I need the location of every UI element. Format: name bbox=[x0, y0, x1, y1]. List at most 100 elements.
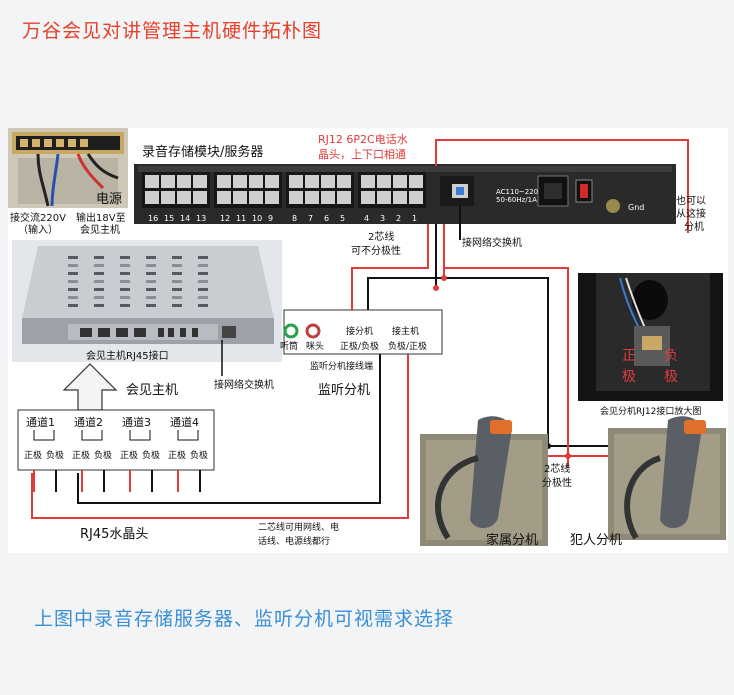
host-indicator bbox=[198, 288, 208, 291]
channel-list: 通道1正极负极通道2正极负极通道3正极负极通道4正极负极 bbox=[24, 415, 208, 492]
host-rj45-caption: 会见主机RJ45接口 bbox=[86, 349, 169, 362]
channel-pos-label: 正极 bbox=[24, 449, 42, 461]
rj12-jack bbox=[193, 191, 207, 204]
host-indicator bbox=[146, 280, 156, 283]
mic-jack-icon bbox=[305, 323, 321, 339]
port-number: 5 bbox=[340, 214, 345, 223]
channel-neg-label: 负极 bbox=[46, 449, 64, 461]
rj12-jack bbox=[337, 191, 351, 204]
inmate-label: 犯人分机 bbox=[570, 533, 622, 548]
host-indicator bbox=[68, 288, 78, 291]
port-number: 16 bbox=[148, 214, 158, 223]
ac-label-2: 50-60Hz/1A bbox=[496, 196, 537, 204]
monitor-col2-title: 接主机 bbox=[392, 325, 419, 337]
inmate-handset bbox=[608, 416, 726, 540]
host-indicator bbox=[172, 280, 182, 283]
closeup-pos2: 极 bbox=[622, 369, 636, 385]
channel-pos-label: 正极 bbox=[72, 449, 90, 461]
rj12-note-line2: 晶头，上下口相通 bbox=[318, 148, 406, 161]
host-indicator bbox=[146, 288, 156, 291]
host-indicator bbox=[120, 256, 130, 259]
closeup-neg2: 极 bbox=[664, 369, 678, 385]
rj12-jack bbox=[233, 175, 247, 188]
rj12-jack bbox=[321, 175, 335, 188]
rj12-jack bbox=[161, 175, 175, 188]
port-number: 9 bbox=[268, 214, 273, 223]
up-arrow-icon bbox=[62, 363, 118, 411]
channel-name: 通道2 bbox=[74, 415, 103, 429]
host-indicator bbox=[172, 256, 182, 259]
rj12-jack bbox=[289, 175, 303, 188]
rj12-closeup-photo bbox=[578, 273, 723, 401]
host-indicator bbox=[120, 280, 130, 283]
wire-note-mid-1: 2芯线 bbox=[544, 462, 570, 475]
channel-neg-label: 负极 bbox=[142, 449, 160, 461]
power-switch bbox=[580, 184, 588, 198]
rj12-jack bbox=[361, 191, 375, 204]
port-number: 13 bbox=[196, 214, 206, 223]
closeup-neg: 负 bbox=[664, 348, 678, 364]
extension-note-1: 也可以 bbox=[676, 194, 706, 207]
host-indicator bbox=[68, 280, 78, 283]
recording-server: AC110~220V 50-60Hz/1A Gnd bbox=[134, 164, 676, 224]
host-indicator bbox=[172, 296, 182, 299]
gnd-label: Gnd bbox=[628, 203, 644, 212]
monitor-terminal-box bbox=[283, 309, 443, 355]
power-output-sub: 会见主机 bbox=[80, 223, 120, 236]
port-number: 10 bbox=[252, 214, 262, 223]
host-indicator bbox=[146, 296, 156, 299]
junction-dot bbox=[441, 275, 447, 281]
rj12-jack bbox=[177, 175, 191, 188]
host-indicator bbox=[146, 256, 156, 259]
monitor-col2-sub: 负极/正极 bbox=[388, 340, 427, 352]
host-indicator bbox=[198, 272, 208, 275]
rj12-jack bbox=[305, 191, 319, 204]
host-indicator bbox=[94, 280, 104, 283]
port-number: 7 bbox=[308, 214, 313, 223]
host-indicator bbox=[172, 304, 182, 307]
rj12-jack bbox=[145, 175, 159, 188]
monitor-col1-title: 接分机 bbox=[346, 325, 373, 337]
port-number: 15 bbox=[164, 214, 174, 223]
rj12-jack bbox=[337, 175, 351, 188]
port-number: 4 bbox=[364, 214, 369, 223]
host-indicator bbox=[198, 296, 208, 299]
port-number: 3 bbox=[380, 214, 385, 223]
ac-label-1: AC110~220V bbox=[496, 188, 543, 196]
channel-pos-label: 正极 bbox=[120, 449, 138, 461]
topology-diagram: 电源 接交流220V （输入） 输出18V至 会见主机 录音存储模块/服务器 A… bbox=[8, 128, 728, 553]
closeup-caption: 会见分机RJ12接口放大图 bbox=[600, 405, 701, 417]
host-indicator bbox=[198, 264, 208, 267]
junction-dot bbox=[565, 453, 571, 459]
monitor-mic-label: 咪头 bbox=[306, 341, 324, 352]
rj12-jack bbox=[217, 191, 231, 204]
rj12-jack bbox=[289, 191, 303, 204]
host-indicator bbox=[120, 264, 130, 267]
host-indicator bbox=[68, 296, 78, 299]
monitor-headset-label: 听筒 bbox=[280, 340, 298, 352]
host-indicator bbox=[146, 304, 156, 307]
rj12-jack bbox=[249, 175, 263, 188]
host-indicator bbox=[120, 272, 130, 275]
host-indicator bbox=[172, 272, 182, 275]
power-label: 电源 bbox=[96, 192, 122, 207]
channel-name: 通道4 bbox=[170, 415, 199, 429]
rj12-jack bbox=[145, 191, 159, 204]
rj12-jack bbox=[409, 191, 423, 204]
rj12-jack bbox=[193, 175, 207, 188]
port-number: 11 bbox=[236, 214, 246, 223]
power-supply bbox=[8, 128, 128, 208]
wire-note-bottom-1: 二芯线可用网线、电 bbox=[258, 521, 339, 533]
wire-note-top-1: 2芯线 bbox=[368, 230, 394, 243]
port-number: 14 bbox=[180, 214, 190, 223]
host-indicator bbox=[68, 272, 78, 275]
host-indicator bbox=[120, 304, 130, 307]
server-label: 录音存储模块/服务器 bbox=[142, 144, 263, 160]
host-indicator bbox=[94, 304, 104, 307]
host-indicator bbox=[120, 296, 130, 299]
rj12-jack bbox=[393, 191, 407, 204]
host-indicator bbox=[146, 264, 156, 267]
meeting-host bbox=[12, 240, 282, 362]
host-indicator bbox=[172, 264, 182, 267]
